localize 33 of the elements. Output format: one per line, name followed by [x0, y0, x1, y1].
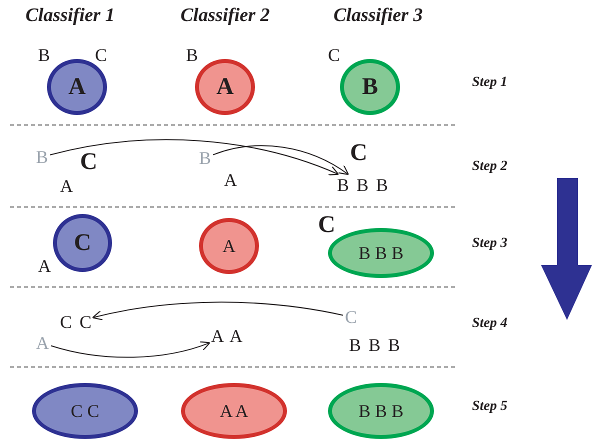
- step-label: Step 1: [472, 76, 508, 90]
- sample-letter: C: [350, 141, 368, 165]
- sample-letter: A: [60, 177, 73, 195]
- cluster-circle: B: [340, 59, 400, 115]
- sample-letter: A: [36, 334, 49, 352]
- step-label: Step 4: [472, 317, 508, 331]
- sample-letter: B: [199, 149, 212, 167]
- cluster-ellipse: A A: [181, 383, 287, 439]
- sample-letter: C: [328, 46, 340, 64]
- step-label: Step 3: [472, 237, 508, 251]
- cluster-circle: A: [199, 218, 259, 274]
- sample-letter: B: [36, 148, 48, 166]
- cluster-circle: A: [195, 59, 255, 115]
- sample-letter: C: [80, 150, 98, 174]
- column-header: Classifier 1: [26, 6, 115, 25]
- arrow: [92, 302, 344, 320]
- sample-letters: C C: [60, 313, 92, 331]
- cluster-ellipse: C C: [32, 383, 138, 439]
- cluster-ellipse: B B B: [328, 383, 434, 439]
- step-label: Step 5: [472, 400, 508, 414]
- sample-letter: C: [345, 308, 358, 326]
- column-header: Classifier 2: [180, 6, 270, 25]
- arrow: [212, 145, 349, 176]
- sample-letter: A: [224, 171, 237, 189]
- arrow: [50, 340, 210, 358]
- step-label: Step 2: [472, 160, 508, 174]
- sample-letter: A: [38, 257, 51, 275]
- sample-letters: B B B: [337, 176, 388, 194]
- sample-letters: B B B: [349, 336, 400, 354]
- arrow: [50, 139, 340, 176]
- sample-letters: A A: [211, 327, 243, 345]
- cluster-circle: C: [53, 214, 112, 272]
- column-header: Classifier 3: [334, 6, 423, 25]
